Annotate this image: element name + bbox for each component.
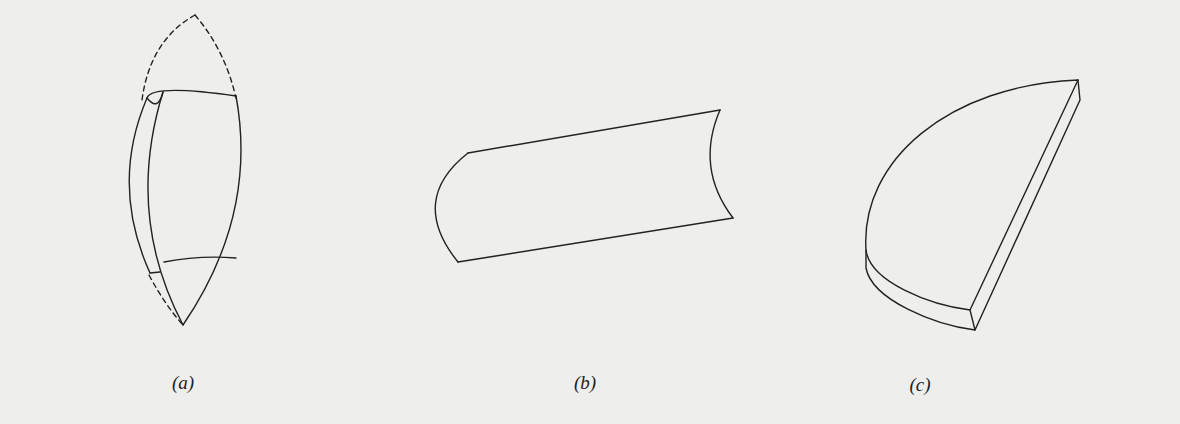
- figure-label: (b): [574, 372, 596, 394]
- half-disk: [866, 80, 1080, 330]
- cylinder-segment: [435, 110, 733, 262]
- spherical-wedge: [129, 15, 241, 325]
- figure-label: (a): [172, 372, 194, 394]
- figure-label: (c): [909, 374, 930, 396]
